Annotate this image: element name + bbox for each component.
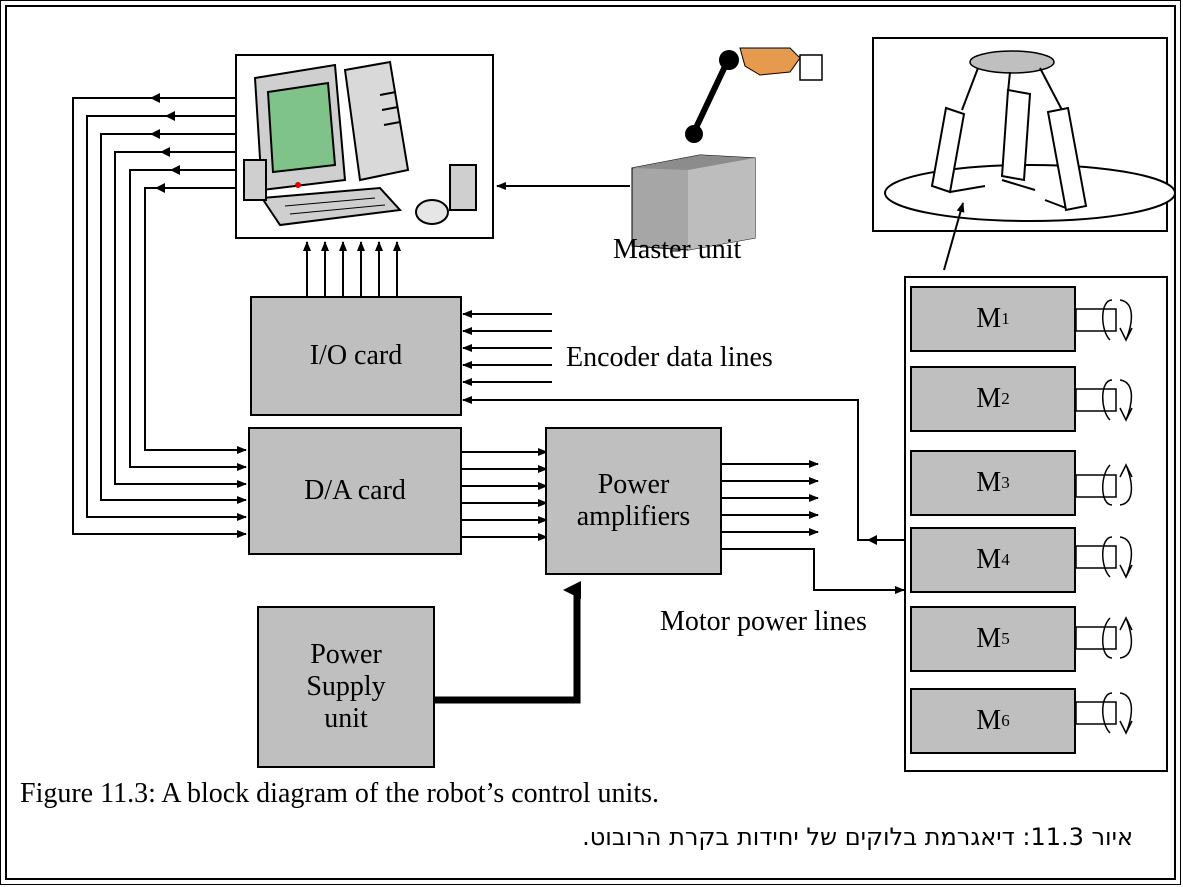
- computer-to-da-lines: [72, 97, 247, 538]
- power-supply-line3: unit: [324, 703, 368, 734]
- motor-power-label: Motor power lines: [660, 606, 867, 637]
- power-supply-line1: Power: [310, 639, 382, 670]
- figure-caption-hebrew: איור 11.3: דיאגרמת בלוקים של יחידות בקרת…: [582, 823, 1133, 851]
- motor-letter: M: [976, 303, 1002, 334]
- motor-feedback-line: [462, 396, 905, 541]
- encoder-data-arrows: [462, 310, 552, 386]
- motor-shafts: [1075, 308, 1117, 725]
- motor-index: 4: [1001, 550, 1010, 569]
- motor-index: 1: [1001, 309, 1010, 328]
- motor-index: 5: [1001, 629, 1010, 648]
- master-unit-label: Master unit: [613, 234, 742, 265]
- motor-index: 2: [1001, 389, 1010, 408]
- computer-to-da-arrowheads: [150, 93, 180, 193]
- motor-letter: M: [976, 467, 1002, 498]
- figure-caption-english: Figure 11.3: A block diagram of the robo…: [20, 778, 659, 809]
- motor-letter: M: [976, 705, 1002, 736]
- motor-letter: M: [976, 383, 1002, 414]
- io-to-computer-arrows: [303, 241, 401, 296]
- power-amp-line1: Power: [597, 469, 670, 500]
- io-card: I/O card: [250, 296, 462, 416]
- amp-to-motor-arrows: [722, 460, 905, 594]
- power-supply-line2: Supply: [306, 671, 386, 702]
- power-supply-line: [435, 581, 581, 704]
- encoder-label: Encoder data lines: [566, 342, 773, 373]
- inner-frame: [5, 5, 1176, 880]
- da-card: D/A card: [248, 427, 462, 555]
- motor-index: 3: [1001, 473, 1010, 492]
- io-card-label: I/O card: [309, 340, 403, 371]
- da-to-amp-arrows: [462, 448, 548, 541]
- rotation-arrows: [1102, 299, 1133, 735]
- motor-index: 6: [1001, 711, 1010, 730]
- power-amp-line2: amplifiers: [576, 501, 691, 532]
- motor-letter: M: [976, 544, 1002, 575]
- robot-platform-illustration: [872, 37, 1176, 232]
- power-supply-unit: Power Supply unit: [257, 606, 435, 768]
- master-unit-joystick: [631, 47, 823, 251]
- computer-illustration: [235, 54, 494, 239]
- power-amplifiers: Power amplifiers: [545, 427, 722, 575]
- da-card-label: D/A card: [304, 475, 406, 506]
- motor-letter: M: [976, 623, 1002, 654]
